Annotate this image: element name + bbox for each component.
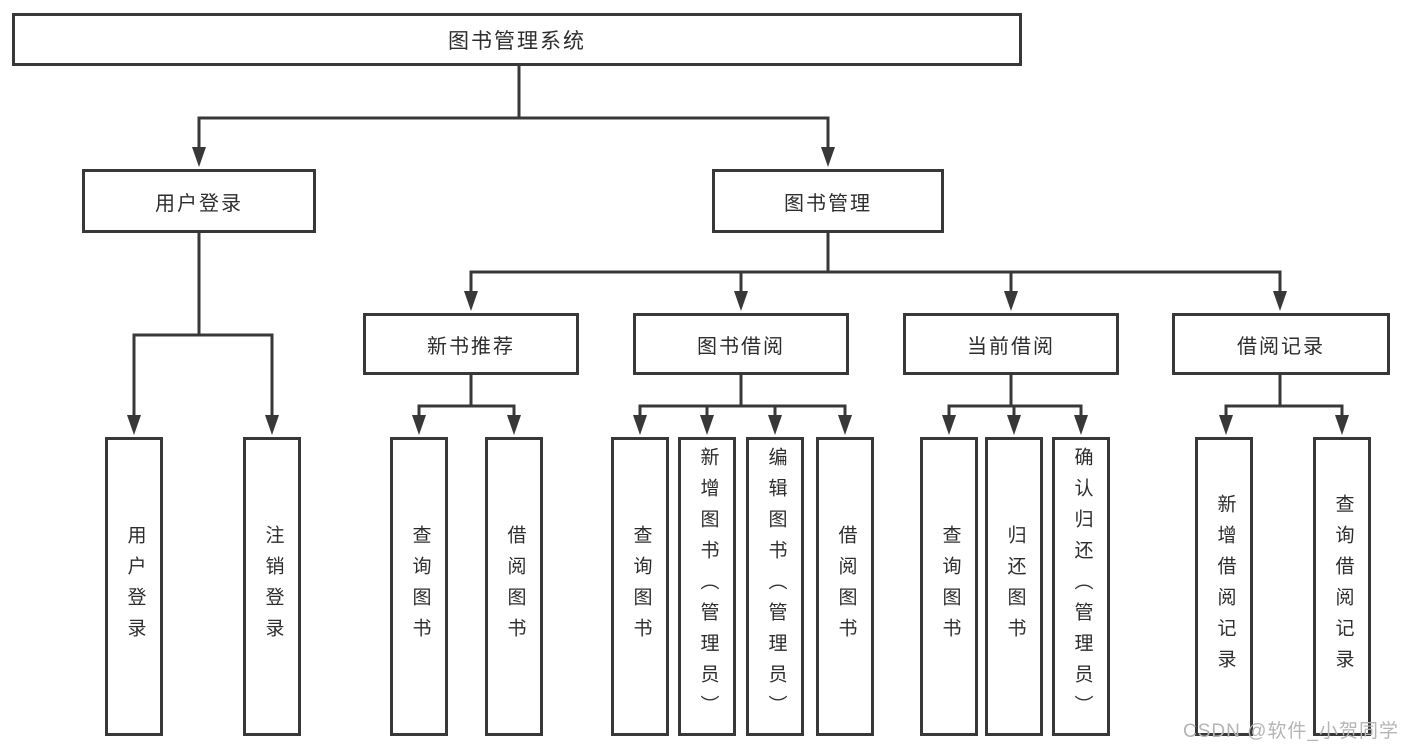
- arrowhead-icon: [192, 147, 206, 167]
- leaf-borrow-books-borrowing: 借阅图书: [816, 437, 874, 736]
- node-label: 确认归还（管理员）: [1071, 447, 1093, 726]
- arrowhead-icon: [942, 415, 956, 435]
- node-label: 借阅图书: [504, 524, 526, 649]
- arrowhead-icon: [265, 415, 279, 435]
- node-label: 用户登录: [124, 524, 146, 649]
- node-label: 图书借阅: [697, 335, 785, 358]
- node-label: 借阅图书: [835, 524, 857, 649]
- leaf-query-books-recommend: 查询图书: [390, 437, 448, 736]
- node-label: 归还图书: [1004, 524, 1026, 649]
- node-library-management-system: 图书管理系统: [12, 13, 1022, 66]
- leaf-logout: 注销登录: [243, 437, 301, 736]
- arrowhead-icon: [412, 415, 426, 435]
- node-label: 查询图书: [630, 524, 652, 649]
- leaf-borrow-books-recommend: 借阅图书: [485, 437, 543, 736]
- arrowhead-icon: [633, 415, 647, 435]
- arrowhead-icon: [127, 415, 141, 435]
- node-label: 查询借阅记录: [1332, 493, 1354, 680]
- leaf-query-books-current: 查询图书: [920, 437, 978, 736]
- leaf-edit-books-admin: 编辑图书（管理员）: [746, 437, 804, 736]
- arrowhead-icon: [1335, 415, 1349, 435]
- node-user-login: 用户登录: [82, 169, 316, 233]
- node-current-borrowing: 当前借阅: [903, 313, 1119, 375]
- arrowhead-icon: [1007, 415, 1021, 435]
- node-label: 图书管理系统: [448, 29, 586, 53]
- arrowhead-icon: [838, 415, 852, 435]
- leaf-return-books: 归还图书: [985, 437, 1043, 736]
- node-label: 查询图书: [939, 524, 961, 649]
- node-book-borrowing: 图书借阅: [633, 313, 849, 375]
- arrowhead-icon: [464, 291, 478, 311]
- node-label: 新书推荐: [427, 335, 515, 358]
- leaf-add-borrow-record: 新增借阅记录: [1195, 437, 1253, 736]
- node-label: 编辑图书（管理员）: [765, 447, 787, 726]
- node-label: 注销登录: [262, 524, 284, 649]
- node-label: 当前借阅: [967, 335, 1055, 358]
- arrowhead-icon: [1004, 291, 1018, 311]
- arrowhead-icon: [768, 415, 782, 435]
- node-label: 用户登录: [155, 192, 243, 215]
- arrowhead-icon: [1074, 415, 1088, 435]
- leaf-confirm-return-admin: 确认归还（管理员）: [1052, 437, 1110, 736]
- node-label: 图书管理: [784, 192, 872, 215]
- arrowhead-icon: [821, 147, 835, 167]
- leaf-user-login: 用户登录: [105, 437, 163, 736]
- node-label: 新增借阅记录: [1214, 493, 1236, 680]
- node-borrowing-records: 借阅记录: [1172, 313, 1390, 375]
- node-label: 查询图书: [409, 524, 431, 649]
- leaf-add-books-admin: 新增图书（管理员）: [678, 437, 736, 736]
- leaf-query-borrow-record: 查询借阅记录: [1313, 437, 1371, 736]
- arrowhead-icon: [1273, 291, 1287, 311]
- node-new-book-recommendation: 新书推荐: [363, 313, 579, 375]
- leaf-query-books-borrowing: 查询图书: [611, 437, 669, 736]
- arrowhead-icon: [734, 291, 748, 311]
- arrowhead-icon: [507, 415, 521, 435]
- arrowhead-icon: [700, 415, 714, 435]
- arrowhead-icon: [1219, 415, 1233, 435]
- node-label: 借阅记录: [1237, 335, 1325, 358]
- node-book-management: 图书管理: [712, 169, 944, 233]
- node-label: 新增图书（管理员）: [697, 447, 719, 726]
